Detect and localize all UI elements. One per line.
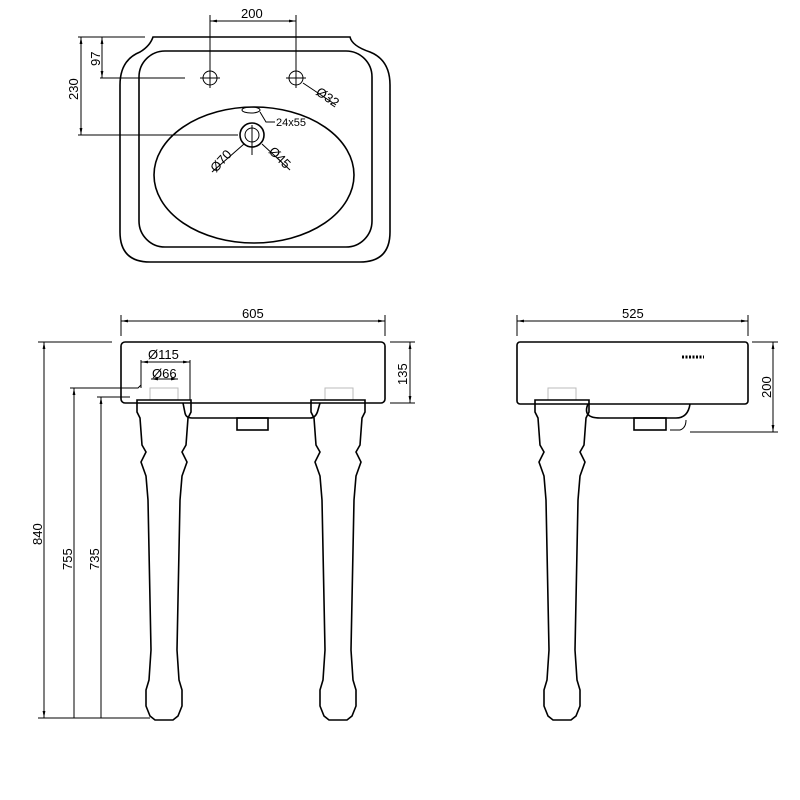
basin-side — [516, 341, 749, 405]
basin-outline — [119, 36, 391, 263]
dim-depth: 525 — [622, 306, 644, 321]
side-view: 525 200 — [516, 306, 778, 721]
dim-leg-top-inner: Ø66 — [152, 366, 177, 381]
basin-front — [120, 341, 386, 404]
dim-tap-hole: Ø32 — [313, 84, 342, 110]
dim-tap-offset: 97 — [88, 52, 103, 66]
dim-height-755: 755 — [60, 548, 75, 570]
waste-outlet-side — [633, 417, 667, 431]
tap-hole-right — [286, 68, 306, 88]
basin-inner-rim — [138, 50, 373, 248]
dim-drain-offset: 230 — [66, 78, 81, 100]
front-view: 605 135 Ø115 Ø66 840 755 735 — [30, 306, 415, 721]
dim-drain-inner: Ø45 — [266, 144, 294, 172]
bowl — [153, 106, 355, 244]
dim-tap-spacing: 200 — [241, 6, 263, 21]
dim-height-735: 735 — [87, 548, 102, 570]
tap-hole-left — [200, 68, 220, 88]
dim-overflow: 24x55 — [276, 117, 306, 129]
leg-left — [136, 399, 192, 721]
dim-drain-outer: Ø70 — [207, 147, 235, 175]
leg-right — [310, 399, 366, 721]
overflow-slot — [241, 106, 261, 114]
waste-outlet — [236, 417, 269, 431]
dim-leg-top-outer: Ø115 — [148, 347, 179, 362]
top-view: 200 97 230 Ø32 24x55 Ø70 Ø45 — [66, 6, 391, 263]
bowl-underside-side — [585, 403, 691, 419]
dim-total-height: 840 — [30, 523, 45, 545]
dim-side-height: 200 — [759, 376, 774, 398]
bowl-underside — [182, 402, 321, 419]
dim-basin-height: 135 — [395, 363, 410, 385]
leg-side — [534, 399, 590, 721]
dim-width: 605 — [242, 306, 264, 321]
